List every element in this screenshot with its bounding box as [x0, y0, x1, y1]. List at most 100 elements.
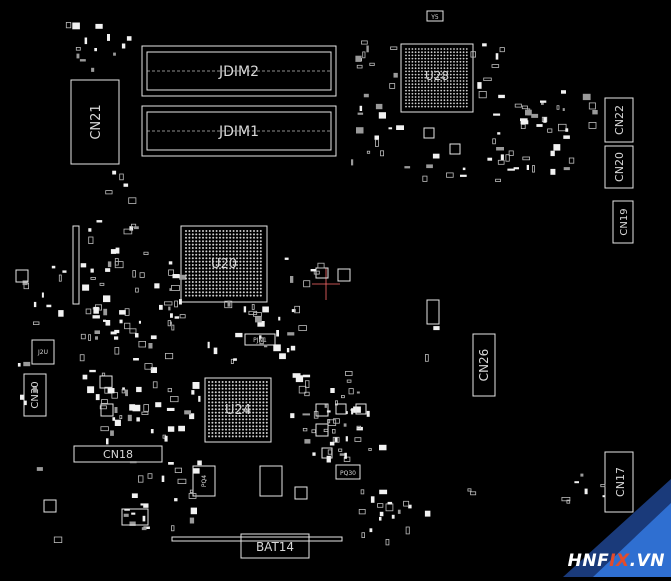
bga-ball	[437, 73, 439, 76]
bga-ball	[255, 415, 258, 417]
smd-part	[193, 468, 200, 474]
smd-part	[497, 132, 501, 135]
bga-ball	[242, 384, 244, 387]
bga-ball	[211, 384, 214, 387]
smd-part	[388, 127, 393, 130]
bga-ball	[229, 264, 232, 266]
smd-part	[191, 390, 195, 395]
smd-part	[522, 156, 530, 161]
smd-part	[33, 321, 40, 325]
cn30-connector[interactable]: CN30	[23, 373, 47, 417]
bga-ball	[440, 86, 443, 89]
bga-ball	[456, 102, 459, 105]
bga-ball	[265, 408, 268, 411]
jdim2-slot[interactable]: JDIM2	[141, 45, 337, 97]
bga-ball	[421, 51, 423, 54]
bga-ball	[440, 102, 443, 105]
bga-ball	[430, 105, 433, 108]
bga-ball	[424, 99, 427, 102]
bga-ball	[215, 264, 218, 266]
bga-ball	[256, 240, 259, 243]
cn18-connector[interactable]: CN18	[73, 445, 163, 463]
bga-ball	[430, 51, 433, 54]
smd-part	[126, 36, 132, 41]
cn22-connector[interactable]: CN22	[604, 97, 634, 143]
bga-ball	[453, 57, 455, 60]
bga-ball	[198, 257, 201, 260]
bga-ball	[208, 253, 211, 256]
bga-ball	[222, 270, 225, 273]
bga-ball	[248, 432, 251, 434]
bga-ball	[265, 432, 268, 434]
bga-ball	[211, 418, 214, 421]
smd-part	[129, 461, 137, 464]
bga-ball	[208, 435, 210, 438]
bga-ball	[408, 48, 411, 50]
bga-ball	[208, 384, 210, 387]
bga-ball	[218, 391, 221, 394]
bga-ball	[248, 415, 251, 417]
cn21-connector[interactable]: CN21	[70, 79, 120, 165]
bga-ball	[437, 92, 439, 95]
u28-chip[interactable]: U28	[400, 43, 474, 113]
bga-ball	[242, 381, 244, 383]
y5-crystal[interactable]: Y5	[426, 10, 444, 22]
pq30-part[interactable]: PQ30	[335, 464, 361, 480]
u24-chip[interactable]: U24	[204, 377, 272, 443]
ic-part	[423, 127, 435, 139]
bga-ball	[427, 64, 430, 66]
bga-ball	[430, 83, 433, 86]
bga-ball	[256, 257, 259, 260]
bga-ball	[256, 233, 259, 236]
bga-ball	[252, 381, 255, 383]
smd-part	[88, 236, 94, 244]
jdim1-slot[interactable]: JDIM1	[141, 105, 337, 157]
bat14-battery[interactable]: BAT14	[240, 533, 310, 559]
j2u-part[interactable]: J2U	[31, 339, 55, 365]
bga-ball	[252, 391, 255, 394]
smd-part	[95, 23, 103, 29]
bga-ball	[465, 73, 468, 76]
bga-ball	[221, 418, 224, 421]
smd-part	[167, 388, 173, 393]
cn19-connector[interactable]: CN19	[612, 200, 634, 244]
bga-ball	[459, 60, 462, 63]
bga-ball	[214, 425, 217, 428]
smd-part	[543, 117, 547, 123]
bga-ball	[222, 257, 225, 260]
smd-part	[521, 105, 528, 110]
bga-ball	[259, 267, 262, 270]
pq4-part[interactable]: PQ4	[192, 465, 283, 497]
cn20-connector[interactable]: CN20	[604, 145, 634, 189]
bga-ball	[462, 64, 465, 66]
bga-ball	[424, 76, 427, 79]
cn26-connector[interactable]: CN26	[472, 333, 496, 397]
smd-part	[168, 269, 175, 276]
bga-ball	[252, 404, 255, 407]
bga-ball	[262, 401, 265, 404]
bga-ball	[414, 57, 417, 60]
bga-ball	[188, 236, 191, 239]
bga-ball	[185, 230, 187, 232]
smd-part	[192, 382, 200, 389]
bga-ball	[255, 381, 258, 383]
bga-ball	[242, 435, 244, 438]
bga-ball	[225, 415, 227, 417]
bga-ball	[208, 236, 211, 239]
smd-part	[105, 320, 111, 326]
bga-ball	[446, 86, 449, 89]
bga-ball	[433, 60, 436, 63]
bga-ball	[437, 54, 439, 57]
smd-part	[344, 452, 347, 459]
cn17-connector[interactable]: CN17	[604, 451, 634, 513]
bga-ball	[462, 105, 465, 108]
bga-ball	[465, 57, 468, 60]
bga-ball	[235, 391, 238, 394]
bga-ball	[231, 398, 234, 400]
smd-part	[132, 404, 141, 412]
bga-ball	[430, 57, 433, 60]
bga-ball	[219, 260, 221, 263]
bga-ball	[215, 281, 218, 283]
bga-ball	[225, 291, 228, 294]
smd-part	[140, 503, 144, 506]
